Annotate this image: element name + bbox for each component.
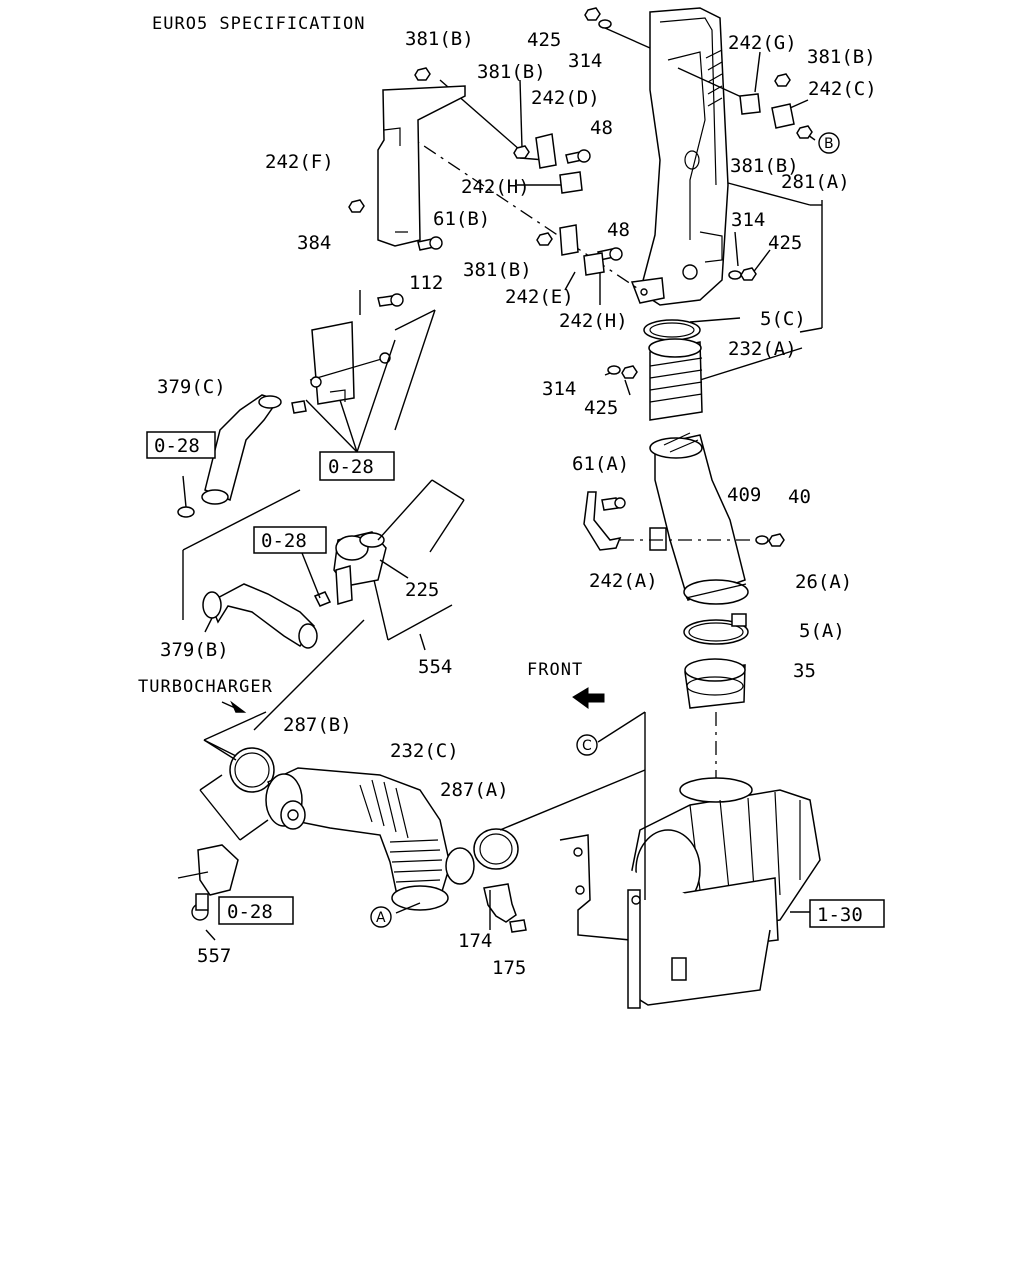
bracket-112-leaders (305, 290, 436, 453)
label-381b-1: 381(B) (405, 28, 474, 50)
brackets-top (309, 85, 795, 405)
bracket-61a (583, 491, 785, 551)
circle-ref-b: B (818, 132, 840, 154)
sensor-174 (483, 883, 527, 933)
label-381b-4: 381(B) (730, 155, 799, 177)
label-242d: 242(D) (531, 87, 600, 109)
fasteners-top (348, 7, 813, 379)
label-225: 225 (405, 579, 439, 601)
diagram-title: EURO5 SPECIFICATION (152, 14, 365, 34)
front-label: FRONT (527, 660, 583, 680)
svg-text:0-28: 0-28 (227, 901, 273, 923)
label-379c: 379(C) (157, 376, 226, 398)
bolt-557 (177, 844, 239, 941)
clamp-5a (683, 613, 749, 645)
label-554: 554 (418, 656, 452, 678)
turbocharger-label: TURBOCHARGER (138, 677, 273, 697)
label-381b-2: 381(B) (807, 46, 876, 68)
label-48-1: 48 (590, 117, 613, 139)
label-379b: 379(B) (160, 639, 229, 661)
label-35: 35 (793, 660, 816, 682)
svg-text:C: C (582, 738, 592, 754)
label-5a: 5(A) (799, 620, 845, 642)
ref-box-130[interactable]: 1-30 (809, 899, 885, 928)
label-242h-1: 242(H) (461, 176, 530, 198)
label-287b: 287(B) (283, 714, 352, 736)
label-232a: 232(A) (728, 338, 797, 360)
elbow-duct-26a (649, 432, 749, 605)
ref-box-028-a[interactable]: 0-28 (146, 431, 216, 459)
front-arrow-icon (572, 687, 605, 709)
label-40: 40 (788, 486, 811, 508)
svg-text:B: B (824, 136, 834, 152)
air-cleaner-assembly (559, 712, 821, 1009)
label-425-mid: 425 (768, 232, 802, 254)
leader-turbo (199, 619, 646, 914)
label-242a: 242(A) (589, 570, 658, 592)
circle-ref-a: A (370, 906, 392, 928)
part-labels: 381(B) 425 314 242(G) 381(B) 381(B) 242(… (157, 28, 877, 979)
svg-text:A: A (376, 910, 386, 926)
label-175: 175 (492, 957, 526, 979)
svg-text:0-28: 0-28 (154, 435, 200, 457)
label-381b-5: 381(B) (463, 259, 532, 281)
leader-c (597, 711, 646, 900)
valve-225 (333, 479, 465, 651)
label-314-top: 314 (568, 50, 602, 72)
label-242f: 242(F) (265, 151, 334, 173)
seal-35 (684, 658, 746, 709)
label-287a: 287(A) (440, 779, 509, 801)
label-384: 384 (297, 232, 331, 254)
label-242g: 242(G) (728, 32, 797, 54)
circle-ref-c: C (576, 734, 598, 756)
hose-379b (182, 489, 332, 649)
svg-text:0-28: 0-28 (328, 456, 374, 478)
label-242e: 242(E) (505, 286, 574, 308)
label-409: 409 (727, 484, 761, 506)
label-5c: 5(C) (760, 308, 806, 330)
label-314-mid: 314 (731, 209, 765, 231)
hose-232c (229, 747, 519, 911)
label-242c: 242(C) (808, 78, 877, 100)
hose-379c (177, 394, 307, 518)
label-425-low: 425 (584, 397, 618, 419)
label-557: 557 (197, 945, 231, 967)
label-48-2: 48 (607, 219, 630, 241)
label-26a: 26(A) (795, 571, 852, 593)
label-232c: 232(C) (390, 740, 459, 762)
ref-box-028-d[interactable]: 0-28 (218, 896, 294, 925)
svg-text:0-28: 0-28 (261, 530, 307, 552)
label-61b: 61(B) (433, 208, 490, 230)
label-174: 174 (458, 930, 492, 952)
air-intake-snorkel (630, 7, 729, 306)
label-112: 112 (409, 272, 443, 294)
label-61a: 61(A) (572, 453, 629, 475)
label-381b-3: 381(B) (477, 61, 546, 83)
label-425-top: 425 (527, 29, 561, 51)
label-281a: 281(A) (781, 171, 850, 193)
ref-box-028-c[interactable]: 0-28 (253, 526, 327, 554)
ref-box-028-b[interactable]: 0-28 (319, 451, 395, 481)
hose-232a-group (643, 319, 703, 421)
label-242h-2: 242(H) (559, 310, 628, 332)
svg-text:1-30: 1-30 (817, 904, 863, 926)
label-314-low: 314 (542, 378, 576, 400)
